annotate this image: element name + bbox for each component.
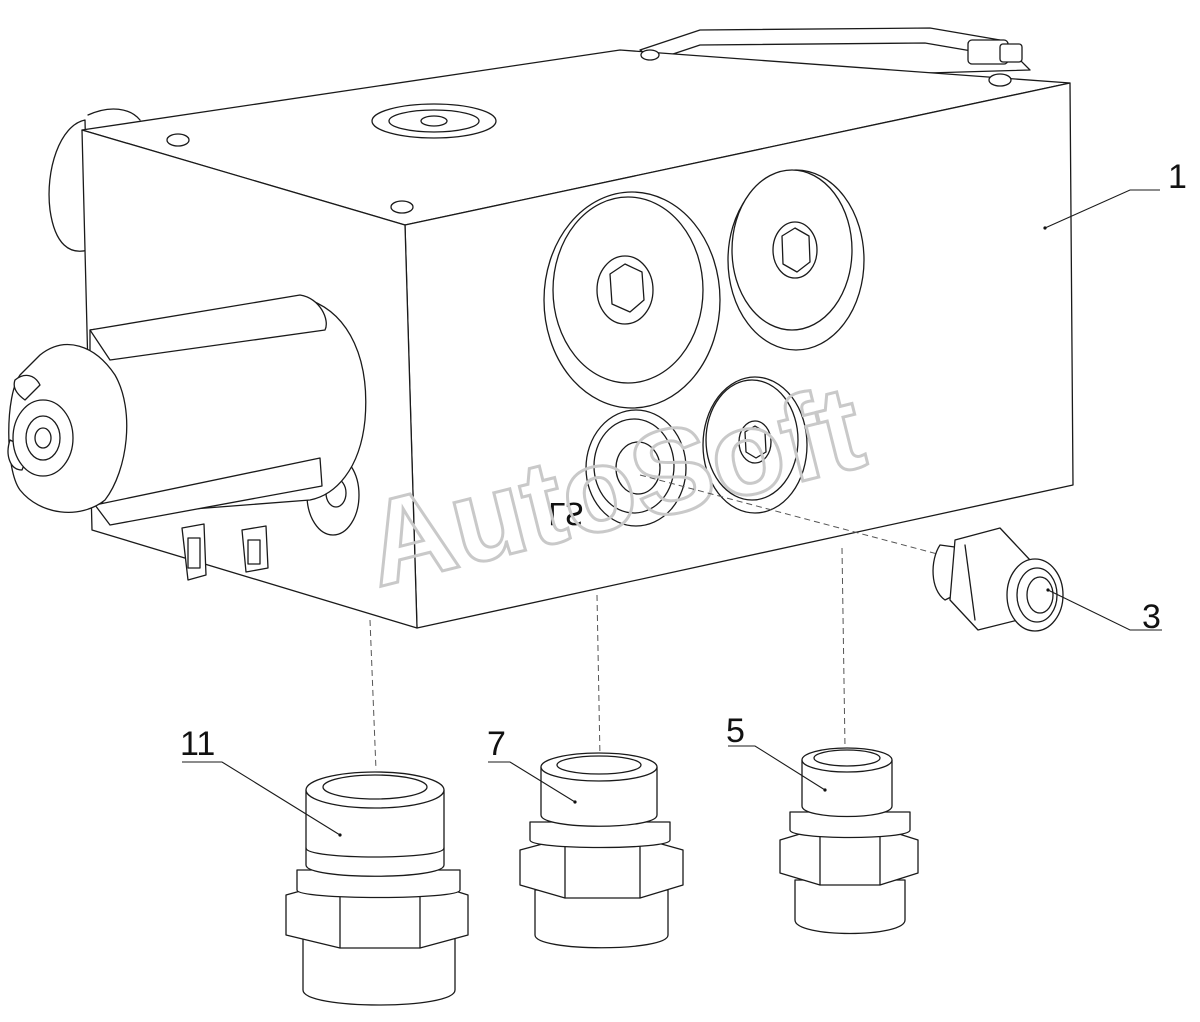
leader-5-dot: [823, 788, 827, 792]
left-rear-cap: [48, 108, 141, 252]
leader-11: [182, 761, 341, 836]
ls-port: [585, 409, 687, 527]
solenoid-coil: [89, 294, 367, 581]
front-plug-upper-left: [543, 191, 721, 409]
leader-11-dot: [338, 833, 342, 837]
manual-override-knob: [7, 344, 128, 513]
callout-7: 7: [487, 725, 506, 763]
fitting-part-11: [285, 771, 469, 1006]
axis-line-7: [596, 594, 601, 759]
axis-line-3: [639, 474, 961, 561]
callout-11: 11: [180, 725, 215, 763]
leader-5: [728, 745, 826, 791]
axis-line-11: [369, 619, 377, 771]
axis-line-5: [841, 547, 846, 749]
leader-1: [1044, 189, 1160, 229]
leader-7: [488, 761, 576, 803]
fitting-part-7: [519, 752, 684, 949]
front-plug-upper-right: [727, 169, 865, 351]
leader-7-dot: [573, 800, 577, 804]
leader-3-dot: [1046, 588, 1050, 592]
callout-3: 3: [1142, 598, 1161, 636]
callout-1: 1: [1168, 158, 1187, 196]
ls-port-marking: LS: [548, 495, 584, 530]
leader-3: [1047, 589, 1162, 631]
leader-1-dot: [1043, 226, 1047, 230]
fitting-part-3: [932, 527, 1064, 632]
fitting-part-5: [779, 747, 919, 935]
front-plug-lower-right: [702, 376, 808, 514]
callout-5: 5: [726, 712, 745, 750]
